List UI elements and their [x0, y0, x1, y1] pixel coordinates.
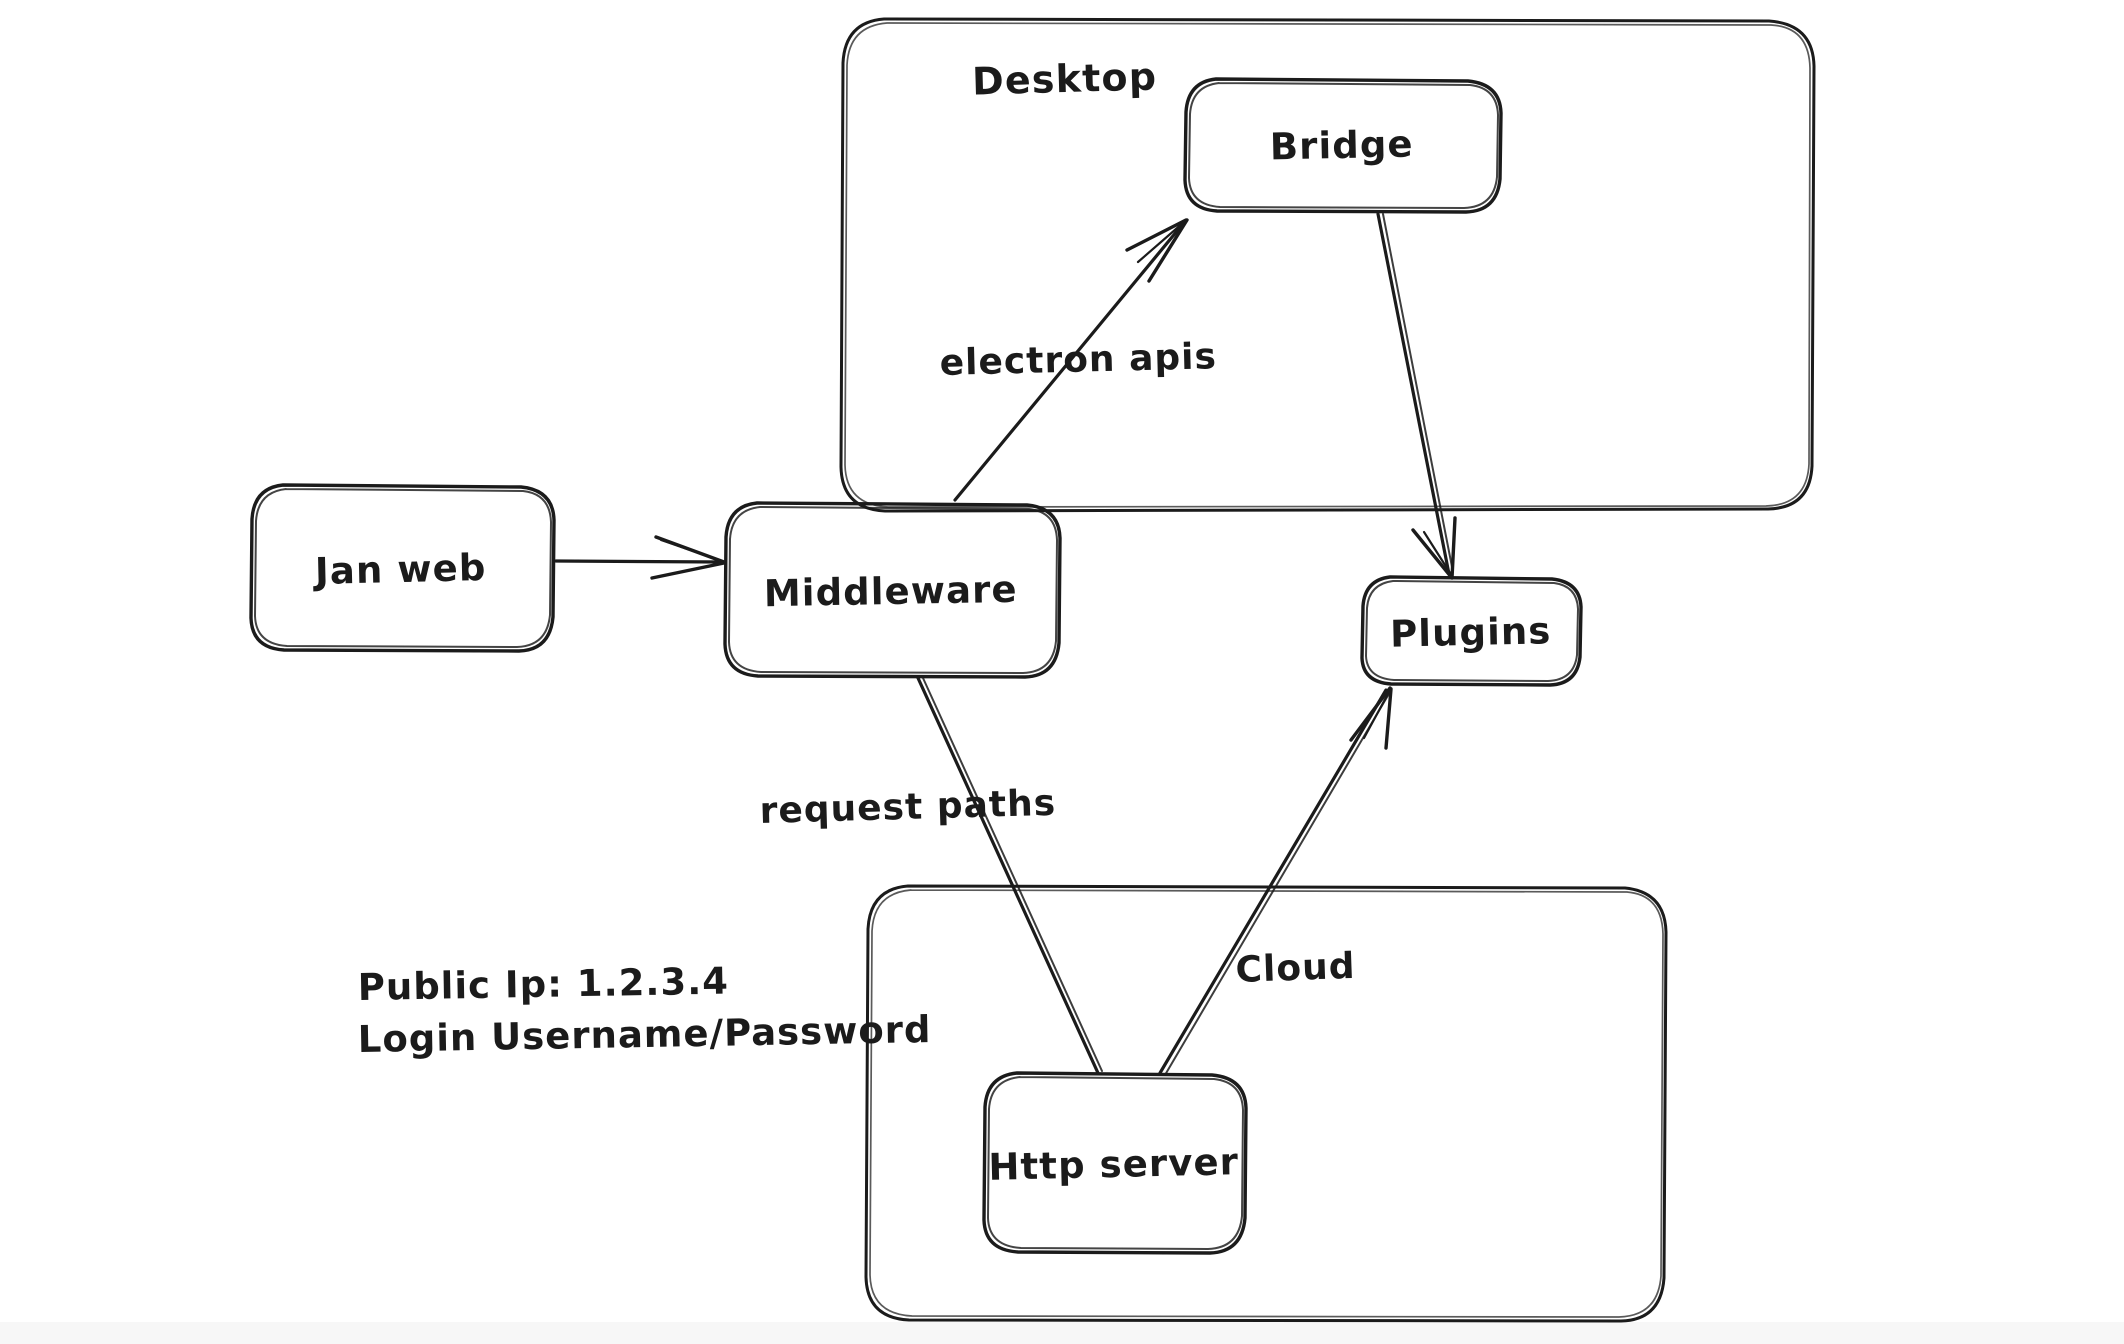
node-bridge-label: Bridge [1269, 123, 1414, 169]
edge-httpserver-to-plugins: Cloud [1158, 686, 1393, 1076]
edge-middleware-to-httpserver-line-sketch [922, 677, 1103, 1072]
node-plugins[interactable]: Plugins [1360, 575, 1583, 687]
node-plugins-label: Plugins [1390, 609, 1552, 655]
edge-bridge-to-plugins-arrowhead-sketch [1422, 530, 1454, 578]
node-jan-web-outline [249, 483, 556, 653]
edge-httpserver-to-plugins-line-sketch [1164, 691, 1391, 1076]
edge-janweb-to-middleware [554, 535, 726, 580]
edge-bridge-to-plugins-arrowhead [1411, 516, 1457, 580]
node-middleware[interactable]: Middleware [723, 501, 1062, 679]
node-bridge-outline-sketch [1188, 82, 1499, 209]
note-public-ip: Public Ip: 1.2.3.4 Login Username/Passwo… [357, 960, 931, 1061]
node-middleware-outline [723, 501, 1062, 679]
edge-middleware-to-httpserver-line [916, 676, 1100, 1075]
node-http-server-outline-sketch [987, 1076, 1244, 1250]
node-http-server-label: Http server [988, 1140, 1240, 1189]
edge-janweb-to-middleware-line [554, 559, 724, 564]
node-jan-web[interactable]: Jan web [249, 483, 556, 653]
node-middleware-label: Middleware [764, 568, 1018, 615]
group-desktop: Desktop [839, 17, 1816, 513]
group-desktop-outline-sketch [844, 22, 1811, 508]
note-public-ip-line-2: Login Username/Password [357, 1008, 931, 1061]
bottom-edge-band [0, 1322, 2124, 1344]
edge-middleware-to-bridge-label: electron apis [939, 336, 1217, 384]
edge-bridge-to-plugins-line-sketch [1382, 213, 1454, 573]
node-plugins-outline [1360, 575, 1583, 687]
edge-middleware-to-bridge-arrowhead-sketch [1136, 220, 1186, 264]
edge-bridge-to-plugins [1376, 212, 1457, 580]
edge-httpserver-to-plugins-line [1158, 688, 1388, 1075]
node-http-server-outline [982, 1071, 1248, 1255]
edge-middleware-to-bridge-line [953, 223, 1184, 502]
group-cloud-container-outline-sketch [869, 889, 1664, 1318]
group-cloud-container-outline [864, 884, 1668, 1323]
edge-middleware-to-httpserver: request paths [759, 676, 1103, 1075]
group-desktop-label: Desktop [972, 54, 1158, 103]
edge-middleware-to-bridge-arrowhead [1125, 218, 1189, 283]
edge-httpserver-to-plugins-label: Cloud [1235, 946, 1356, 991]
node-http-server[interactable]: Http server [982, 1071, 1248, 1255]
edge-httpserver-to-plugins-arrowhead [1349, 686, 1393, 750]
edge-httpserver-to-plugins-arrowhead-sketch [1362, 690, 1391, 740]
node-bridge-outline [1183, 77, 1503, 214]
group-desktop-outline [839, 17, 1816, 513]
group-cloud-container [864, 884, 1668, 1323]
node-jan-web-outline-sketch [254, 488, 552, 648]
edge-bridge-to-plugins-line [1376, 212, 1451, 576]
note-public-ip-line-1: Public Ip: 1.2.3.4 [357, 960, 729, 1009]
edge-middleware-to-bridge: electron apis [939, 218, 1217, 502]
edge-janweb-to-middleware-arrowhead-sketch [659, 538, 724, 563]
node-jan-web-label: Jan web [312, 546, 487, 593]
node-plugins-outline-sketch [1365, 580, 1579, 682]
edge-middleware-to-httpserver-label: request paths [759, 783, 1057, 832]
node-middleware-outline-sketch [728, 506, 1058, 674]
node-bridge[interactable]: Bridge [1183, 77, 1503, 214]
